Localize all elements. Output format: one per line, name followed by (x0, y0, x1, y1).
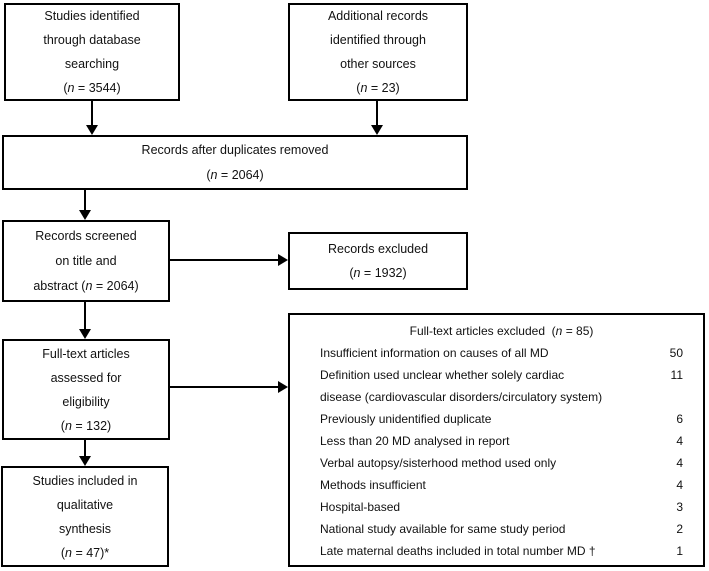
exclusion-reason: National study available for same study … (320, 522, 566, 536)
text-line: (n = 23) (356, 81, 400, 95)
text-line: searching (64, 57, 120, 71)
exclusion-count: 1 (676, 544, 683, 558)
exclusion-count: 4 (676, 456, 683, 470)
text-line: (n = 2064) (206, 167, 264, 182)
arrow-screened-to-records-excluded (170, 254, 288, 266)
exclusion-row: Definition used unclear whether solely c… (320, 364, 683, 386)
text-line: synthesis (58, 521, 112, 536)
exclusion-count: 4 (676, 434, 683, 448)
exclusion-count: 4 (676, 478, 683, 492)
box-records-excluded: Records excluded (n = 1932) (288, 232, 468, 290)
text-line: abstract (n = 2064) (33, 278, 139, 293)
text-line: (n = 1932) (349, 266, 407, 280)
arrow-fulltext-to-fulltext-excluded (170, 381, 288, 393)
exclusion-row: Less than 20 MD analysed in report 4 (320, 430, 683, 452)
arrow-down-icon (79, 456, 91, 466)
text-line: through database (43, 33, 141, 47)
arrow-shaft (170, 259, 278, 261)
text-line: (n = 47)* (60, 545, 110, 560)
arrow-right-icon (278, 254, 288, 266)
exclusion-reason: Less than 20 MD analysed in report (320, 434, 510, 448)
exclusion-count: 11 (670, 368, 683, 382)
arrow-other-sources-to-duplicates (371, 101, 383, 135)
arrow-shaft (376, 101, 378, 125)
exclusion-count: 6 (676, 412, 683, 426)
exclusion-row: Previously unidentified duplicate 6 (320, 408, 683, 430)
exclusion-row: Insufficient information on causes of al… (320, 342, 683, 364)
exclusion-reason: Hospital-based (320, 500, 401, 514)
exclusion-row: Late maternal deaths included in total n… (320, 540, 683, 562)
arrow-down-icon (371, 125, 383, 135)
box-fulltext-excluded: Full-text articles excluded (n = 85) Ins… (288, 313, 705, 567)
exclusion-reason: Previously unidentified duplicate (320, 412, 492, 426)
arrow-screened-to-fulltext (79, 302, 91, 339)
fulltext-excluded-title: Full-text articles excluded (n = 85) (409, 324, 594, 338)
fulltext-excluded-rows: Insufficient information on causes of al… (320, 342, 683, 562)
exclusion-row: Hospital-based 3 (320, 496, 683, 518)
arrow-shaft (91, 101, 93, 125)
exclusion-count: 50 (669, 346, 683, 360)
exclusion-reason: Insufficient information on causes of al… (320, 346, 549, 360)
text-line: Studies identified (44, 9, 140, 23)
exclusion-count: 2 (676, 522, 683, 536)
arrow-fulltext-to-included (79, 440, 91, 466)
arrow-database-to-duplicates (86, 101, 98, 135)
arrow-shaft (84, 302, 86, 329)
arrow-down-icon (79, 210, 91, 220)
text-line: (n = 132) (60, 418, 112, 433)
exclusion-count: 3 (676, 500, 683, 514)
text-line: on title and (55, 253, 117, 268)
box-records-after-duplicates-removed: Records after duplicates removed (n = 206… (2, 135, 468, 190)
box-records-screened: Records screened on title and abstract (n … (2, 220, 170, 302)
exclusion-row: disease (cardiovascular disorders/circul… (320, 386, 683, 408)
exclusion-row: Verbal autopsy/sisterhood method used on… (320, 452, 683, 474)
text-line: Records after duplicates removed (141, 142, 329, 157)
text-line: Studies included in (32, 473, 138, 488)
arrow-shaft (84, 440, 86, 456)
exclusion-reason: Late maternal deaths included in total n… (320, 544, 596, 558)
box-fulltext-assessed: Full-text articles assessed for eligibilit… (2, 339, 170, 440)
arrow-shaft (84, 190, 86, 210)
text-line: assessed for (50, 370, 122, 385)
exclusion-reason: Verbal autopsy/sisterhood method used on… (320, 456, 557, 470)
exclusion-row: National study available for same study … (320, 518, 683, 540)
text-line: qualitative (56, 497, 114, 512)
text-line: (n = 3544) (63, 81, 121, 95)
exclusion-reason: Methods insufficient (320, 478, 426, 492)
box-additional-records-other-sources: Additional records identified through othe… (288, 3, 468, 101)
box-studies-identified-database: Studies identified through database search… (4, 3, 180, 101)
arrow-duplicates-to-screened (79, 190, 91, 220)
text-line: eligibility (62, 394, 110, 409)
arrow-down-icon (79, 329, 91, 339)
exclusion-reason: Definition used unclear whether solely c… (320, 368, 565, 382)
box-studies-included: Studies included in qualitative synthesis (… (1, 466, 169, 567)
arrow-shaft (170, 386, 278, 388)
text-line: Full-text articles (42, 346, 130, 361)
text-line: Records excluded (327, 242, 429, 256)
text-line: other sources (340, 57, 416, 71)
text-line: identified through (330, 33, 426, 47)
arrow-right-icon (278, 381, 288, 393)
exclusion-reason: disease (cardiovascular disorders/circul… (320, 390, 603, 404)
arrow-down-icon (86, 125, 98, 135)
text-line: Records screened (35, 228, 137, 243)
text-line: Additional records (327, 9, 429, 23)
exclusion-row: Methods insufficient 4 (320, 474, 683, 496)
